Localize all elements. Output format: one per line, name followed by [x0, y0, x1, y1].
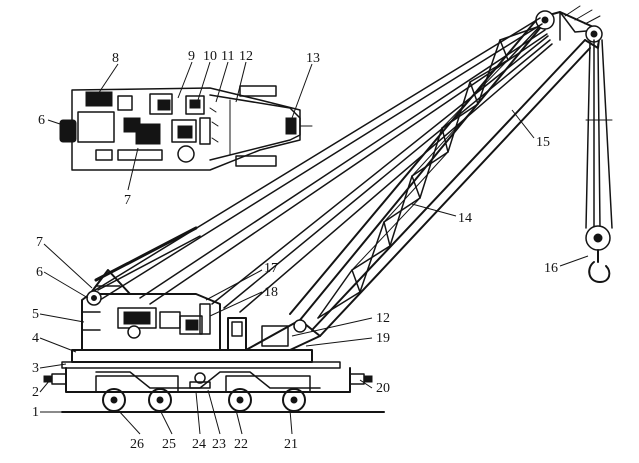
- label-inset-9: 9: [188, 49, 195, 64]
- label-12: 12: [376, 311, 390, 326]
- label-3: 3: [32, 361, 39, 376]
- label-14: 14: [458, 211, 472, 226]
- ropes: [91, 17, 553, 313]
- label-inset-8: 8: [112, 51, 119, 66]
- label-6: 6: [36, 265, 43, 280]
- label-25: 25: [162, 437, 176, 452]
- machinery-house: [81, 269, 321, 351]
- label-inset-13: 13: [306, 51, 320, 66]
- label-5: 5: [32, 307, 39, 322]
- label-23: 23: [212, 437, 226, 452]
- label-26: 26: [130, 437, 144, 452]
- hook-assembly: [585, 39, 613, 283]
- label-inset-7: 7: [124, 193, 131, 208]
- chassis: [43, 349, 385, 413]
- label-1: 1: [32, 405, 39, 420]
- callout-labels: 6 7 8 9 10 11 12 13 1 2 3 4 5 6 7 12 14 …: [32, 49, 558, 452]
- label-inset-6: 6: [38, 113, 45, 128]
- boom: [289, 5, 603, 337]
- leader-lines: [39, 61, 589, 435]
- label-21: 21: [284, 437, 298, 452]
- label-19: 19: [376, 331, 390, 346]
- label-2: 2: [32, 385, 39, 400]
- label-7: 7: [36, 235, 43, 250]
- label-inset-11: 11: [221, 49, 234, 64]
- label-15: 15: [536, 135, 550, 150]
- label-inset-12: 12: [239, 49, 253, 64]
- label-4: 4: [32, 331, 39, 346]
- label-inset-10: 10: [203, 49, 217, 64]
- label-16: 16: [544, 261, 558, 276]
- label-18: 18: [264, 285, 278, 300]
- label-24: 24: [192, 437, 206, 452]
- label-17: 17: [264, 261, 278, 276]
- plan-view-inset: [59, 85, 313, 171]
- label-22: 22: [234, 437, 248, 452]
- label-20: 20: [376, 381, 390, 396]
